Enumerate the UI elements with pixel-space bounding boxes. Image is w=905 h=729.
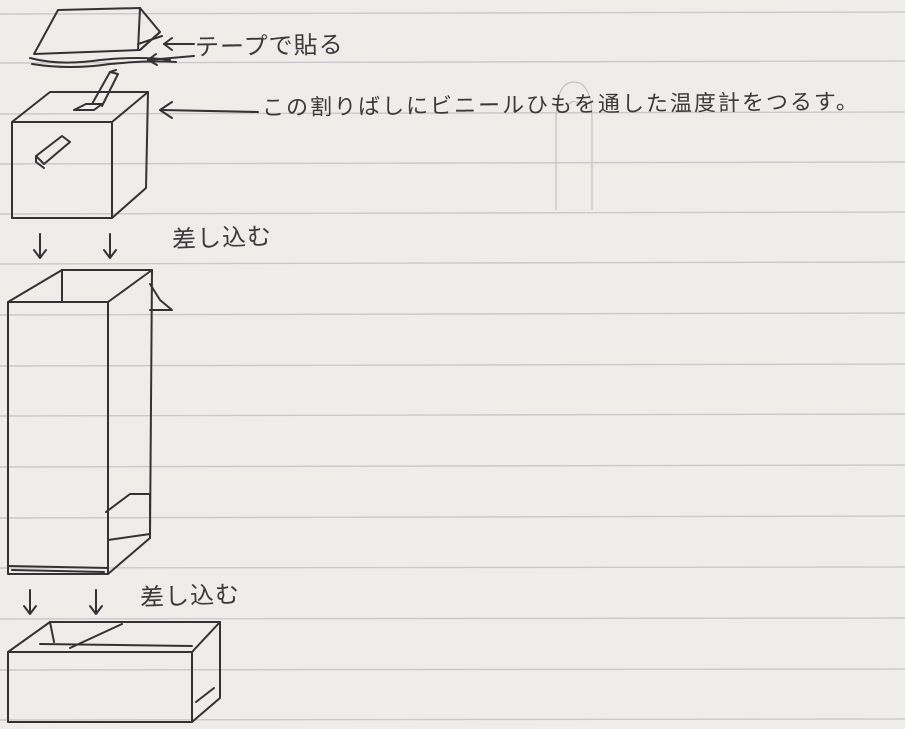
ink-drawing [7, 7, 259, 723]
tape-arrows [147, 37, 195, 66]
insert-label-bottom: 差し込む [139, 580, 241, 612]
lid-piece [29, 7, 177, 68]
tall-middle-box [7, 269, 173, 575]
insert-label-top: 差し込む [171, 222, 273, 254]
bottom-tray-box [7, 621, 221, 723]
down-arrows-bottom [23, 589, 103, 615]
chopstick-pointer-arrow [159, 101, 259, 119]
down-arrows-top [33, 233, 117, 259]
tape-label: テープで貼る [194, 30, 344, 62]
faint-pencil-sketch [555, 81, 593, 210]
small-top-box [11, 69, 149, 219]
